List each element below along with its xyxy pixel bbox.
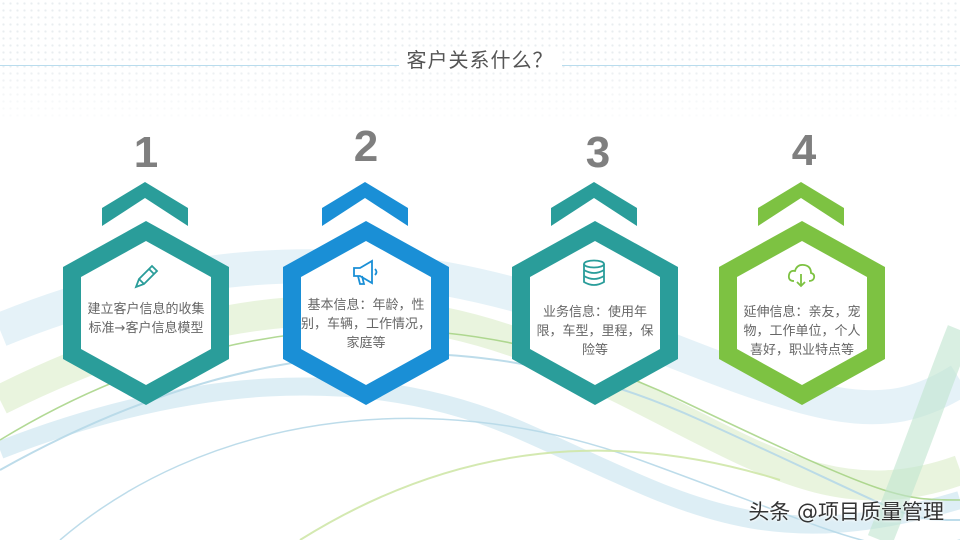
chevron-up-icon [322,182,408,226]
cloud-icon [787,263,816,288]
step-card-1 [63,221,229,405]
step-number-3: 3 [585,128,611,177]
page-title: 客户关系什么？ [398,48,562,72]
step-text-1: 建立客户信息的收集标准→客户信息模型 [87,302,205,336]
pencil-icon [134,264,159,289]
step-card-3 [512,221,678,405]
chevron-up-icon [551,182,637,226]
chevron-up-icon [758,182,844,226]
step-number-1: 1 [133,128,159,177]
step-number-4: 4 [791,126,817,175]
chevron-up-icon [102,182,188,226]
watermark-text: 头条 @项目质量管理 [748,500,944,524]
megaphone-icon [353,259,378,285]
step-text-4: 延伸信息：亲友，宠物，工作单位，个人喜好，职业特点等 [743,305,861,358]
step-text-3: 业务信息：使用年限，车型，里程，保险等 [536,305,654,358]
database-icon [583,259,605,286]
step-card-2 [283,221,449,405]
step-card-4 [719,221,885,405]
step-text-2: 基本信息：年龄，性别，车辆，工作情况，家庭等 [300,298,431,351]
step-number-2: 2 [353,122,379,171]
